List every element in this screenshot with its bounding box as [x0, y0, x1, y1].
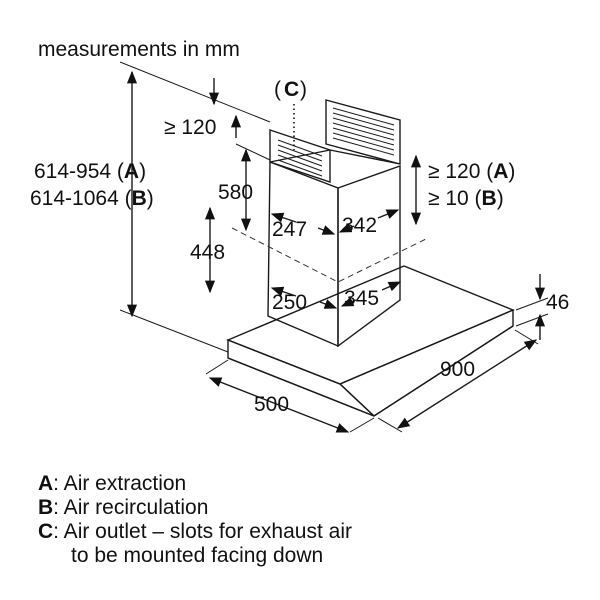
hood-thickness-label: 46 [546, 291, 569, 314]
measurements-label: measurements in mm [38, 38, 240, 61]
hood-thickness-dimension [515, 274, 549, 340]
top-clearance-label: ≥ 120 [164, 116, 216, 139]
legend-item-c-continuation: to be mounted facing down [71, 544, 324, 567]
right-clearance-a: ≥ 120 (A) [428, 160, 515, 183]
upper-height-label: 580 [218, 181, 253, 204]
outlet-paren-open: ( [274, 78, 281, 101]
upper-height-dimension [235, 143, 271, 232]
lower-section-dimensions [270, 281, 402, 309]
hood-width-label: 900 [440, 358, 475, 381]
outlet-paren-close: ) [300, 78, 307, 101]
legend-item-c: C: Air outlet – slots for exhaust air [38, 520, 352, 543]
exhaust-slots-left [277, 139, 323, 177]
upper-depth-label: 247 [272, 218, 307, 241]
chimney [231, 99, 429, 348]
upper-width-label: 342 [342, 214, 377, 237]
hood-depth-dimension [205, 359, 375, 433]
lower-width-label: 345 [344, 287, 379, 310]
top-clearance-dimension [208, 78, 242, 138]
right-clearance-b: ≥ 10 (B) [428, 187, 504, 210]
exhaust-slots-right [332, 107, 395, 156]
legend-item-a: A: Air extraction [38, 472, 187, 495]
lower-height-label: 448 [190, 241, 225, 264]
legend-item-b: B: Air recirculation [38, 496, 209, 519]
legend: A: Air extraction B: Air recirculation C… [38, 472, 352, 568]
upper-section-dimensions [270, 209, 400, 235]
outlet-marker: C [284, 78, 299, 101]
total-height-dimension [119, 61, 271, 353]
lower-depth-label: 250 [272, 291, 307, 314]
hood-depth-label: 500 [254, 393, 289, 416]
total-height-a: 614-954 (A) [34, 160, 146, 183]
hood-width-dimension [377, 329, 539, 433]
total-height-b: 614-1064 (B) [30, 187, 154, 210]
